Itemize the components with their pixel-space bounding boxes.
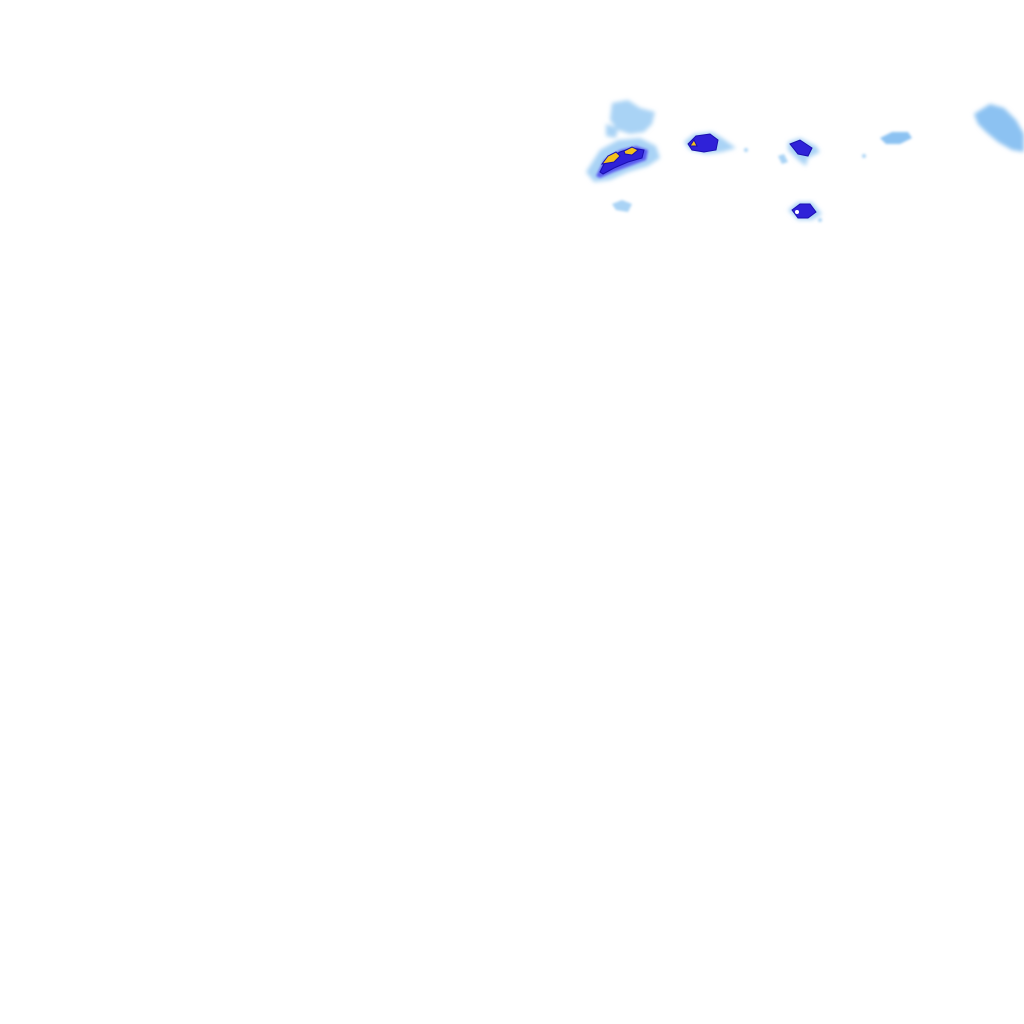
precip-cell-south-west-speck	[612, 148, 866, 222]
light-rain-area	[880, 132, 912, 144]
intense-core	[689, 139, 698, 147]
heavy-rain-area	[791, 203, 817, 219]
speck	[862, 154, 866, 158]
light-rain-area	[606, 124, 618, 138]
light-rain-area	[612, 200, 632, 212]
core-dot	[795, 210, 799, 214]
speck	[818, 218, 822, 222]
precip-cell-west-cluster	[586, 138, 660, 182]
light-rain-area	[974, 104, 1024, 152]
precip-cell-south-center	[788, 202, 822, 220]
precip-cell-north-haze	[606, 100, 655, 138]
heavy-rain-area	[687, 133, 719, 153]
precip-cell-center-west	[684, 132, 736, 154]
precip-cell-far-east	[974, 104, 1024, 152]
light-rain-area	[610, 100, 655, 134]
precip-cell-east-small	[880, 132, 912, 144]
intense-core	[623, 146, 639, 156]
light-rain-area	[778, 154, 788, 164]
heavy-rain-area	[789, 139, 813, 157]
precip-cell-center	[778, 138, 820, 166]
intense-core	[600, 151, 621, 165]
speck	[744, 148, 748, 152]
